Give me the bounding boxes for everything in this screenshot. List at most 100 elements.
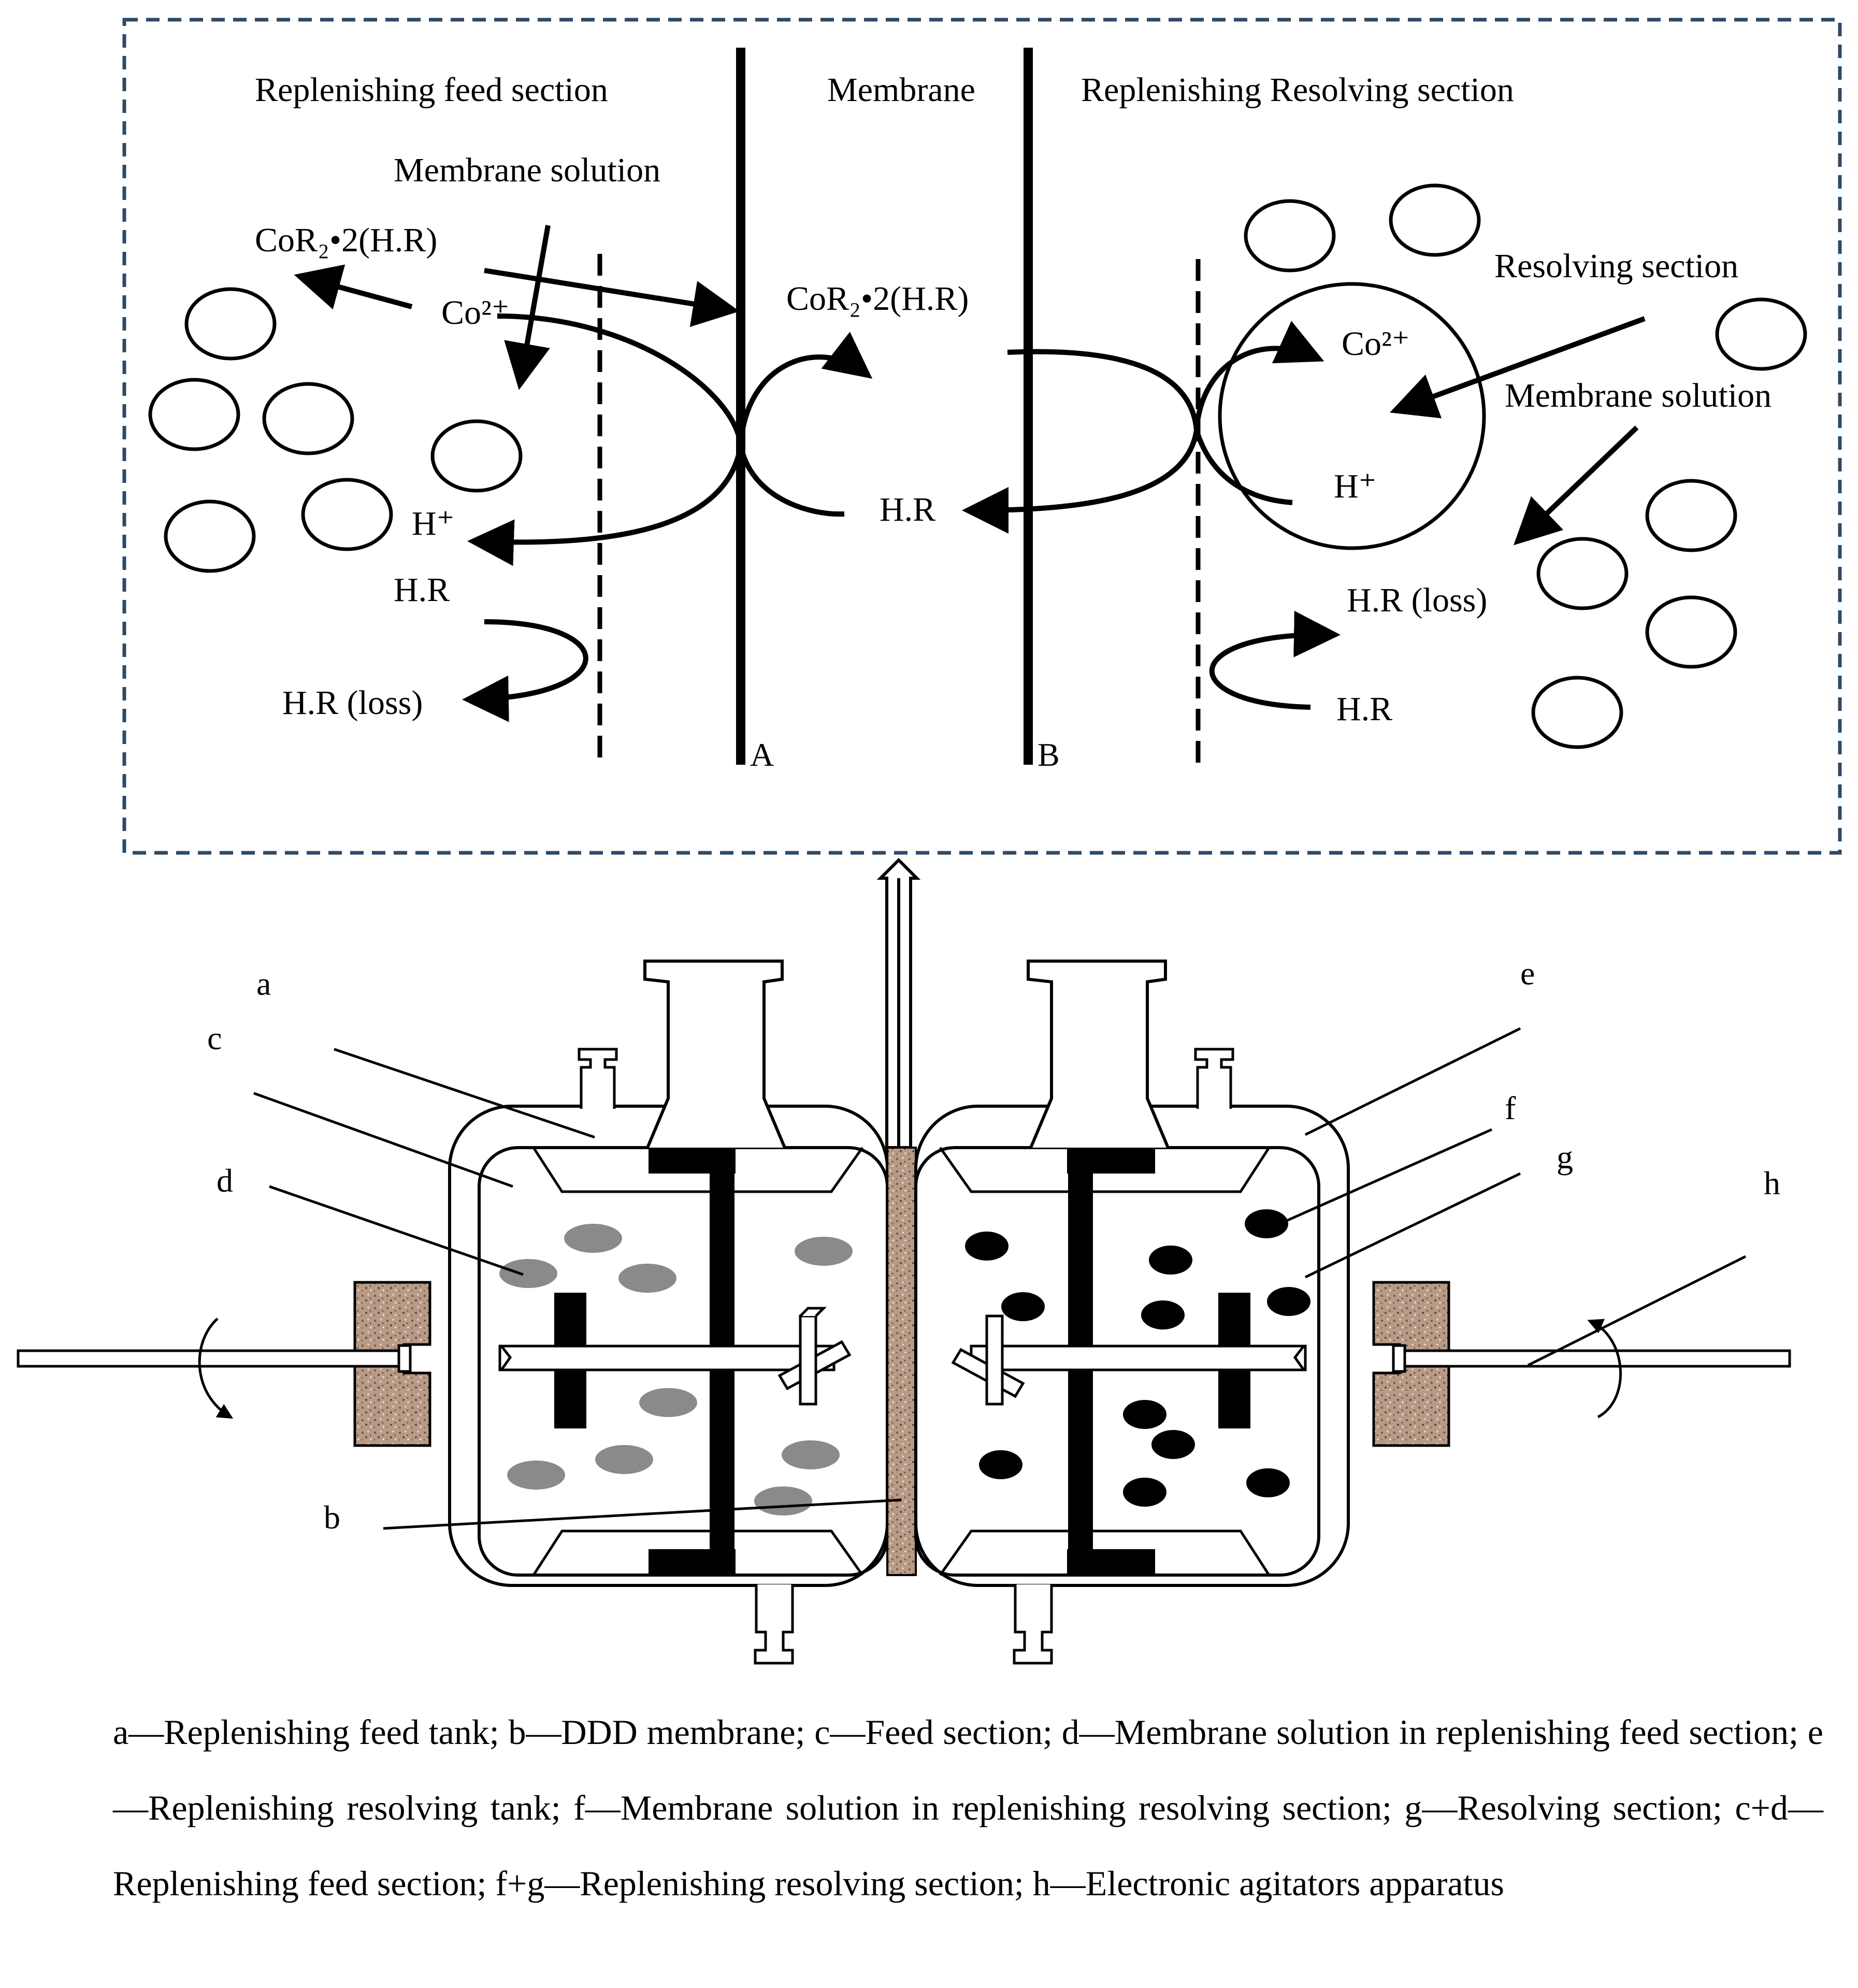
left-cobalt-ion-label: Co²⁺ xyxy=(441,294,510,332)
leader-h xyxy=(1527,1255,1747,1367)
resolving-tank xyxy=(914,960,1350,1665)
black-droplet xyxy=(1141,1300,1185,1329)
label-d: d xyxy=(217,1162,233,1199)
grey-droplet xyxy=(639,1388,697,1417)
resolving-shaft-break xyxy=(1293,1345,1305,1371)
complex-arrival-curve-b xyxy=(1007,349,1199,431)
resolving-agitator-blade xyxy=(1067,1148,1155,1575)
droplet xyxy=(184,287,277,361)
right-drive-shaft xyxy=(1397,1349,1791,1368)
black-droplet xyxy=(1267,1287,1310,1316)
resolving-membrane-solution-droplets xyxy=(965,1209,1310,1507)
grey-droplet xyxy=(499,1259,557,1288)
black-droplet xyxy=(1123,1478,1166,1507)
leader-g xyxy=(1304,1172,1521,1279)
right-coupling xyxy=(1392,1344,1406,1373)
resolving-tank-neck xyxy=(1027,960,1170,1149)
droplet xyxy=(164,499,256,573)
right-hr-loss-label: H.R (loss) xyxy=(1347,581,1487,619)
grey-droplet xyxy=(795,1237,853,1266)
label-e: e xyxy=(1520,955,1535,992)
resolving-tank-top-port xyxy=(1194,1048,1234,1109)
label-a: a xyxy=(256,965,271,1002)
black-droplet xyxy=(1151,1430,1195,1459)
feed-tank-top-port xyxy=(578,1048,618,1109)
droplet xyxy=(262,382,354,455)
grey-droplet xyxy=(618,1264,676,1293)
resolving-cross-impeller xyxy=(951,1314,1025,1406)
grey-droplet xyxy=(782,1440,840,1469)
feed-agitator-blade xyxy=(649,1148,736,1575)
left-membrane-solution-label: Membrane solution xyxy=(394,151,660,189)
complex-diffusion-arrow xyxy=(294,264,413,310)
complex-release-arrow-a xyxy=(738,332,873,446)
inset-dashed-frame xyxy=(122,18,1842,855)
right-droplets xyxy=(1218,183,1807,749)
label-b: b xyxy=(324,1499,340,1536)
droplet xyxy=(430,419,523,493)
droplet xyxy=(1645,595,1737,669)
black-droplet xyxy=(1246,1468,1290,1497)
membrane-title: Membrane xyxy=(827,71,975,109)
left-droplets xyxy=(148,287,523,573)
droplet xyxy=(1715,297,1807,371)
droplet xyxy=(1531,676,1623,749)
right-proton-label: H⁺ xyxy=(1334,467,1377,505)
left-proton-label: H⁺ xyxy=(412,505,455,542)
droplet xyxy=(148,378,240,451)
mechanism-inset: Replenishing feed section Membrane Reple… xyxy=(122,18,1842,855)
middle-complex-label: CoR₂•2(H.R) xyxy=(786,280,969,318)
right-transport-curves xyxy=(962,321,1341,710)
leader-e xyxy=(1304,1027,1521,1136)
left-straight-arrows xyxy=(294,225,740,390)
feed-tank xyxy=(448,960,889,1665)
membrane-solution-pointer-right xyxy=(1513,425,1639,546)
middle-hr-label: H.R xyxy=(880,491,935,528)
resolving-section-pointer xyxy=(1390,316,1646,419)
droplet xyxy=(1389,183,1481,257)
feed-membrane-solution-droplets xyxy=(499,1224,853,1515)
feed-tank-neck xyxy=(643,960,786,1149)
left-rotation-arrow xyxy=(198,1318,234,1419)
left-complex-label: CoR₂•2(H.R) xyxy=(255,221,437,259)
cobalt-to-membrane-curve xyxy=(497,313,743,446)
feed-bottom-baffle xyxy=(532,1529,864,1576)
right-straight-arrows xyxy=(1390,316,1646,546)
resolving-tank-bottom-port xyxy=(1013,1584,1053,1665)
cobalt-release-arrow xyxy=(1194,321,1324,431)
leader-c xyxy=(253,1092,513,1188)
feed-tank-bottom-port xyxy=(754,1584,794,1665)
black-droplet xyxy=(1123,1400,1166,1429)
grey-droplet xyxy=(754,1486,812,1515)
left-hr-loss-arrow xyxy=(462,619,588,722)
feed-shaft xyxy=(498,1345,836,1371)
right-resolving-section-label: Resolving section xyxy=(1494,247,1738,285)
membrane-solution-pointer xyxy=(504,225,551,390)
black-droplet xyxy=(1245,1209,1288,1238)
grey-droplet xyxy=(507,1461,565,1490)
label-f: f xyxy=(1505,1090,1516,1126)
left-transport-curves xyxy=(462,313,873,722)
right-rotation-arrow xyxy=(1587,1319,1622,1419)
droplet xyxy=(301,478,393,551)
leader-f xyxy=(1281,1128,1493,1224)
resolving-droplet-large xyxy=(1218,282,1486,550)
black-droplet xyxy=(1149,1246,1192,1275)
grey-droplet xyxy=(595,1445,653,1474)
left-hr-label: H.R xyxy=(394,571,450,609)
black-droplet xyxy=(979,1450,1022,1479)
proton-release-arrow xyxy=(467,445,743,566)
droplet xyxy=(1244,199,1336,273)
feed-section-title: Replenishing feed section xyxy=(255,71,608,109)
resolving-shaft xyxy=(970,1345,1307,1371)
black-droplet xyxy=(1001,1292,1045,1321)
grey-droplet xyxy=(564,1224,622,1253)
zoom-arrow xyxy=(876,857,921,1149)
resolving-section-title: Replenishing Resolving section xyxy=(1081,71,1514,109)
left-coupling xyxy=(397,1344,412,1373)
left-hr-loss-label: H.R (loss) xyxy=(282,684,423,722)
hr-return-curve-a xyxy=(738,445,845,517)
leader-d xyxy=(269,1185,524,1276)
hr-return-arrow-b xyxy=(962,430,1199,534)
